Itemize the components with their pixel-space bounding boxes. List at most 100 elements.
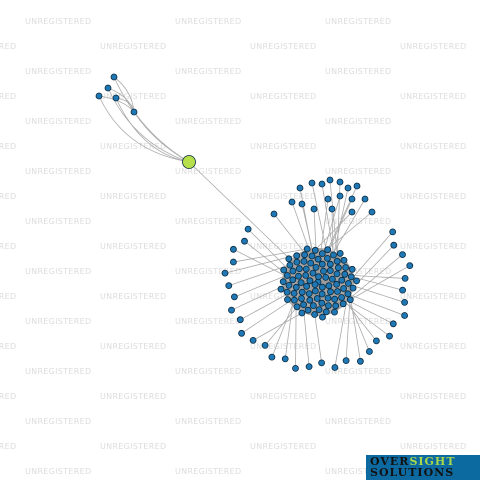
graph-node[interactable] [318,290,326,298]
graph-node[interactable] [318,180,326,188]
graph-node[interactable] [292,283,300,291]
graph-node[interactable] [348,265,356,273]
graph-node[interactable] [333,270,341,278]
graph-node[interactable] [342,357,350,365]
graph-node[interactable] [277,285,285,293]
graph-node[interactable] [104,84,112,92]
graph-node[interactable] [312,263,320,271]
graph-node[interactable] [293,258,301,266]
graph-node[interactable] [311,311,319,318]
graph-node[interactable] [95,92,103,100]
graph-node[interactable] [344,290,352,298]
graph-node[interactable] [336,178,344,186]
graph-node[interactable] [332,302,340,310]
graph-node[interactable] [229,245,237,253]
graph-node[interactable] [318,260,326,268]
graph-node[interactable] [309,302,317,310]
graph-node[interactable] [298,295,305,302]
graph-node[interactable] [221,269,229,277]
graph-node[interactable] [401,312,409,319]
graph-node[interactable] [268,353,276,361]
graph-node[interactable] [298,200,306,208]
graph-node[interactable] [230,293,238,301]
graph-node[interactable] [225,282,233,290]
graph-node[interactable] [390,241,398,249]
graph-node[interactable] [229,258,237,266]
graph-node[interactable] [386,332,393,340]
graph-node[interactable] [290,296,298,304]
graph-node[interactable] [328,275,336,283]
graph-node[interactable] [344,279,352,287]
graph-node[interactable] [130,108,138,116]
graph-node[interactable] [340,285,348,292]
graph-node[interactable] [285,281,293,289]
graph-node[interactable] [304,306,312,314]
graph-node[interactable] [311,281,319,289]
graph-node[interactable] [311,246,319,254]
graph-node[interactable] [308,252,316,260]
graph-node[interactable] [399,286,407,294]
graph-node[interactable] [331,295,339,303]
graph-node[interactable] [281,355,289,363]
graph-node[interactable] [305,290,313,298]
graph-node[interactable] [320,267,327,275]
graph-node[interactable] [293,252,301,260]
graph-node[interactable] [112,94,120,102]
graph-node[interactable] [303,282,311,290]
graph-node[interactable] [356,357,364,365]
graph-node[interactable] [318,359,326,367]
graph-node[interactable] [319,313,326,321]
graph-node[interactable] [238,329,246,337]
graph-node[interactable] [324,294,332,302]
graph-node[interactable] [300,257,308,265]
highlighted-entity-node[interactable] [182,155,196,169]
graph-node[interactable] [389,228,397,236]
graph-node[interactable] [306,296,314,304]
graph-node[interactable] [372,337,380,345]
graph-node[interactable] [333,257,341,265]
graph-node[interactable] [353,277,361,285]
graph-node[interactable] [283,272,291,279]
graph-node[interactable] [346,296,354,304]
graph-node[interactable] [302,271,310,279]
graph-node[interactable] [318,250,326,258]
graph-node[interactable] [333,280,341,288]
graph-node[interactable] [315,306,323,314]
graph-node[interactable] [341,270,349,278]
graph-node[interactable] [286,261,294,269]
graph-node[interactable] [348,208,356,216]
graph-node[interactable] [290,289,298,297]
graph-node[interactable] [361,195,369,203]
graph-node[interactable] [280,266,288,274]
graph-node[interactable] [298,288,306,296]
graph-node[interactable] [244,225,252,233]
graph-node[interactable] [344,184,352,192]
graph-node[interactable] [331,308,338,316]
graph-node[interactable] [279,278,287,286]
graph-node[interactable] [284,296,291,304]
graph-node[interactable] [249,336,257,344]
graph-node[interactable] [309,269,317,277]
graph-node[interactable] [328,205,336,213]
graph-node[interactable] [306,277,314,285]
graph-node[interactable] [302,265,310,273]
graph-node[interactable] [315,273,322,281]
graph-node[interactable] [310,205,318,213]
graph-node[interactable] [314,255,322,263]
graph-node[interactable] [342,264,350,271]
graph-node[interactable] [325,282,333,290]
graph-node[interactable] [347,273,355,281]
graph-node[interactable] [297,279,305,287]
graph-node[interactable] [289,267,297,275]
graph-node[interactable] [324,302,332,310]
graph-node[interactable] [406,262,414,270]
graph-node[interactable] [296,184,304,192]
graph-node[interactable] [401,274,409,282]
graph-node[interactable] [389,320,397,328]
graph-node[interactable] [336,192,344,200]
graph-node[interactable] [270,210,278,218]
graph-node[interactable] [300,301,308,309]
graph-node[interactable] [305,363,313,371]
graph-node[interactable] [327,288,334,296]
graph-node[interactable] [401,298,409,306]
